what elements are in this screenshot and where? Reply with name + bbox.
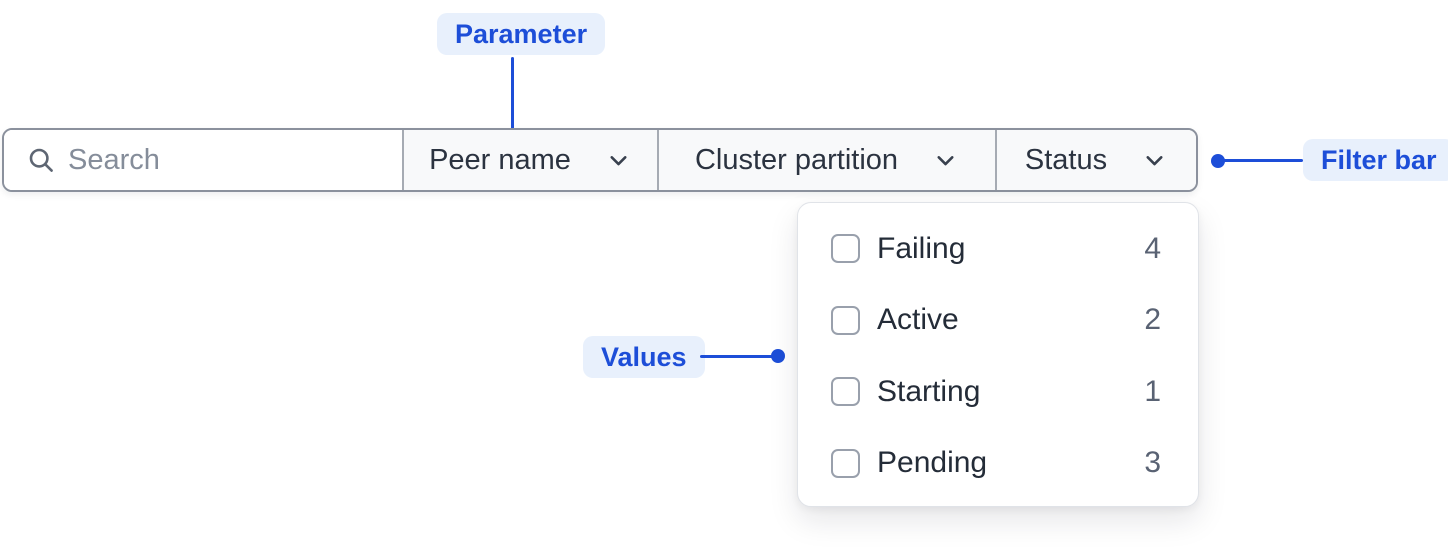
filter-dropdown-label: Peer name (429, 143, 571, 176)
filter-bar-connector-line (1222, 159, 1303, 162)
status-option-pending[interactable]: Pending 3 (798, 428, 1198, 500)
filter-dropdown-status[interactable]: Status (995, 130, 1196, 190)
status-dropdown-menu: Failing 4 Active 2 Starting 1 Pending 3 (797, 202, 1199, 507)
parameter-annotation-badge: Parameter (437, 13, 606, 55)
search-field[interactable] (4, 130, 402, 190)
parameter-connector-line (511, 57, 514, 137)
status-option-count: 3 (1144, 446, 1161, 480)
filter-dropdown-peer-name[interactable]: Peer name (402, 130, 657, 190)
filter-bar-annotation-badge: Filter bar (1303, 139, 1448, 181)
filter-dropdown-cluster-partition[interactable]: Cluster partition (657, 130, 995, 190)
status-option-count: 2 (1144, 303, 1161, 337)
status-option-label: Failing (877, 231, 966, 265)
status-option-label: Pending (877, 446, 988, 480)
status-option-count: 1 (1144, 374, 1161, 408)
checkbox-unchecked[interactable] (831, 234, 860, 264)
chevron-down-icon (1141, 147, 1168, 174)
checkbox-unchecked[interactable] (831, 305, 860, 335)
status-option-active[interactable]: Active 2 (798, 285, 1198, 357)
status-option-count: 4 (1144, 231, 1161, 265)
status-option-starting[interactable]: Starting 1 (798, 356, 1198, 428)
values-annotation-badge: Values (583, 336, 705, 378)
chevron-down-icon (932, 147, 959, 174)
checkbox-unchecked[interactable] (831, 377, 860, 407)
values-connector-dot (771, 349, 785, 363)
filter-dropdown-label: Status (1024, 143, 1108, 176)
filter-bar: Peer name Cluster partition Status (2, 128, 1198, 192)
status-option-failing[interactable]: Failing 4 (798, 213, 1198, 285)
status-option-label: Starting (877, 374, 981, 408)
checkbox-unchecked[interactable] (831, 448, 860, 478)
status-option-label: Active (877, 303, 959, 337)
filter-dropdown-label: Cluster partition (694, 143, 899, 176)
chevron-down-icon (605, 147, 632, 174)
values-connector-line (700, 355, 774, 358)
search-input[interactable] (4, 130, 402, 190)
filter-bar-connector-dot (1211, 154, 1225, 168)
